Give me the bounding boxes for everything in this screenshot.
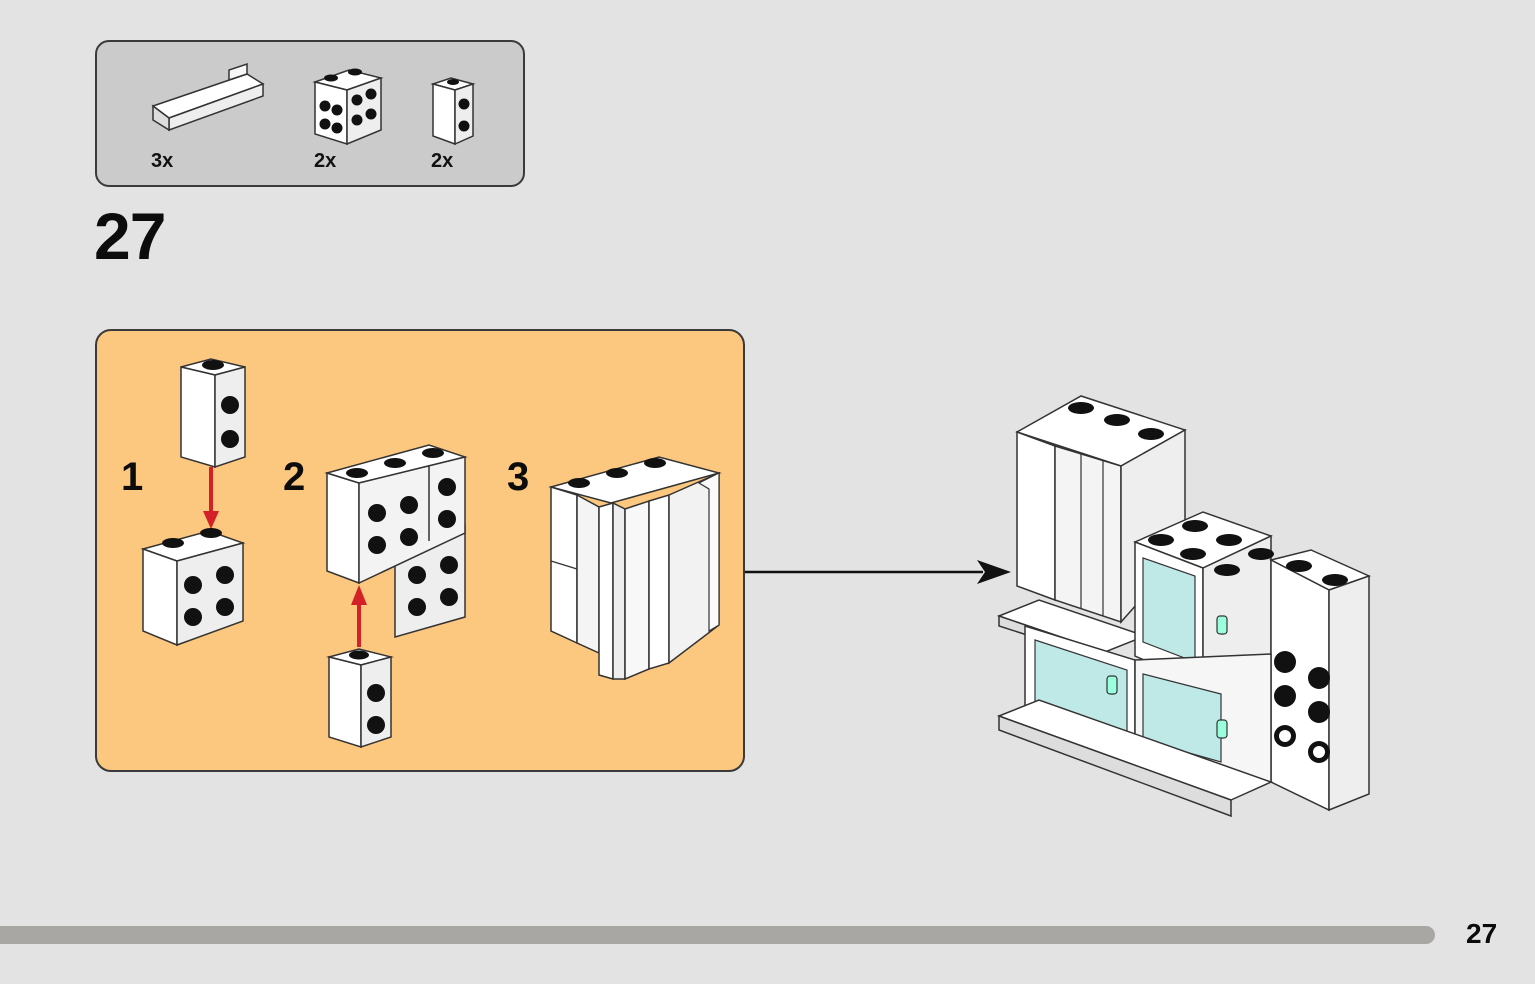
sub-assembly-panel: 1 2 3 <box>95 329 745 772</box>
sub-step-1-number: 1 <box>121 455 144 499</box>
sub-step-1-illustration <box>140 358 246 647</box>
footer-bar <box>0 926 1435 944</box>
page-number: 27 <box>1466 918 1498 949</box>
qty-bracket: 3x <box>151 150 174 172</box>
sub-step-3-illustration <box>548 456 722 681</box>
sub-step-2-number: 2 <box>283 455 306 499</box>
bracket-plate-icon <box>151 62 265 132</box>
qty-brick-1x1: 2x <box>431 150 454 172</box>
step-number: 27 <box>94 199 166 273</box>
sub-step-2-illustration <box>324 444 468 749</box>
parts-list-box: 3x 2x 2x <box>95 40 525 187</box>
sub-step-3-number: 3 <box>507 455 530 499</box>
brick-1x1-side-studs-icon <box>430 77 476 146</box>
qty-brick-2x2: 2x <box>314 150 337 172</box>
build-arrow <box>745 560 1011 584</box>
main-model-illustration <box>996 395 1372 818</box>
brick-2x2-side-studs-icon <box>312 68 384 146</box>
